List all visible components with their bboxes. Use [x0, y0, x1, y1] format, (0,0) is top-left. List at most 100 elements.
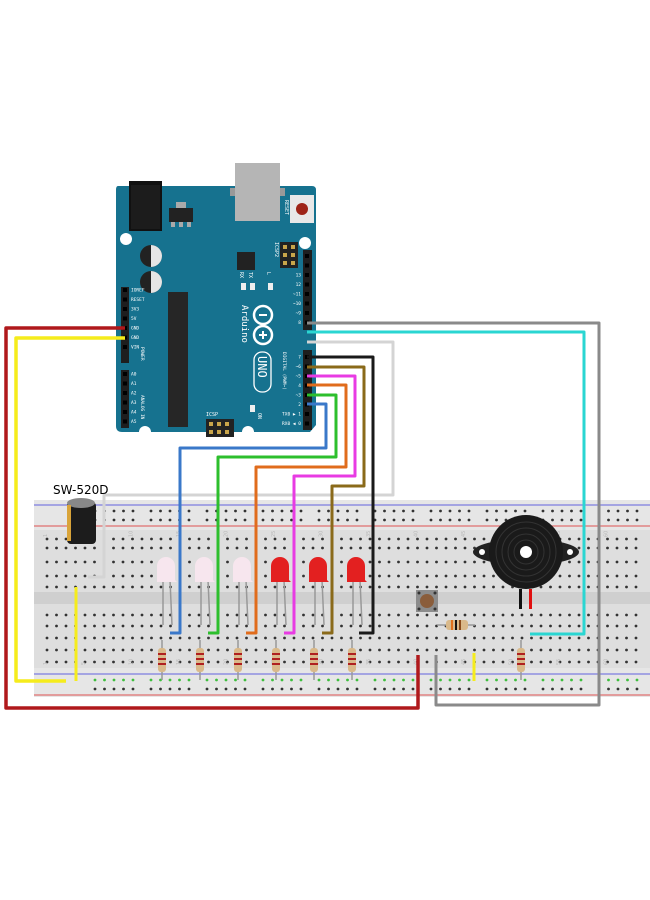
- breadboard-hole: [45, 660, 49, 664]
- rail-hole: [411, 678, 415, 682]
- breadboard-hole: [140, 624, 144, 628]
- pushbutton[interactable]: [416, 590, 438, 612]
- breadboard-hole: [340, 648, 343, 652]
- header-pin[interactable]: [123, 381, 127, 386]
- rail-hole: [485, 687, 489, 691]
- header-pin[interactable]: [123, 316, 127, 321]
- header-pin[interactable]: [305, 263, 309, 268]
- header-pin[interactable]: [305, 273, 309, 277]
- breadboard-hole: [102, 613, 106, 617]
- header-pin[interactable]: [123, 391, 127, 395]
- breadboard-hole: [45, 636, 49, 640]
- rail-hole: [149, 678, 153, 682]
- breadboard-hole: [45, 574, 49, 578]
- wire-gnd-yellow[interactable]: [14, 336, 125, 683]
- resistor: [517, 640, 525, 680]
- breadboard-hole: [397, 648, 400, 652]
- breadboard-hole: [159, 624, 163, 628]
- tilt-switch-sw520d[interactable]: SW-520D: [53, 483, 108, 544]
- header-pin[interactable]: [123, 372, 127, 376]
- wire-pin7-black[interactable]: [307, 355, 375, 635]
- header-pin[interactable]: [123, 419, 127, 424]
- led-white[interactable]: [233, 557, 253, 626]
- breadboard-hole: [169, 624, 172, 628]
- column-number: 1: [43, 662, 49, 665]
- breadboard-hole: [169, 537, 172, 541]
- wire-pin3-green[interactable]: [208, 393, 338, 635]
- breadboard-hole: [587, 574, 590, 578]
- breadboard-hole: [454, 585, 457, 589]
- rail-hole: [429, 678, 433, 682]
- breadboard-hole: [226, 613, 229, 617]
- rail-hole: [467, 678, 471, 682]
- breadboard-hole: [587, 546, 590, 550]
- header-pin[interactable]: [305, 421, 309, 426]
- header-pins: IOREFRESET3V35VGNDGNDVINA0A1A2A3A4A51312…: [123, 254, 309, 427]
- resistor: [310, 640, 318, 680]
- wire-5v-red[interactable]: [4, 326, 420, 710]
- breadboard-hole: [226, 537, 229, 541]
- header-pin[interactable]: [123, 410, 127, 414]
- column-number: 60: [604, 659, 610, 665]
- breadboard-hole: [549, 660, 552, 664]
- header-pin[interactable]: [123, 297, 127, 302]
- breadboard-hole: [121, 574, 125, 578]
- breadboard-hole: [140, 660, 144, 664]
- breadboard-hole: [93, 636, 96, 640]
- header-pin[interactable]: [123, 400, 127, 405]
- column-number: 50: [509, 659, 515, 665]
- header-pin[interactable]: [305, 282, 309, 287]
- wire-pin4-orange[interactable]: [246, 383, 348, 635]
- piezo-buzzer[interactable]: [473, 515, 579, 609]
- breadboard-hole: [159, 613, 163, 617]
- rail-hole: [131, 678, 135, 682]
- wire-pin5-magenta[interactable]: [284, 374, 357, 635]
- rail-hole: [271, 678, 274, 682]
- breadboard-hole: [378, 585, 381, 589]
- led-white[interactable]: [157, 557, 177, 626]
- header-pin[interactable]: [305, 311, 309, 315]
- rail-hole: [261, 509, 265, 513]
- rail-hole: [327, 678, 330, 682]
- breadboard-hole: [349, 546, 353, 550]
- wire-pin8-white[interactable]: [88, 340, 395, 579]
- breadboard-hole: [45, 648, 49, 652]
- header-pin[interactable]: [123, 288, 127, 292]
- breadboard-hole: [188, 660, 191, 664]
- breadboard-hole: [207, 624, 210, 628]
- breadboard-hole: [150, 537, 153, 541]
- wire-pin9-cyan[interactable]: [307, 330, 586, 636]
- led-red[interactable]: [271, 557, 291, 626]
- breadboard-hole: [311, 537, 315, 541]
- wire-pin10-gray[interactable]: [307, 321, 601, 707]
- breadboard-hole: [140, 537, 144, 541]
- breadboard-hole: [292, 660, 296, 664]
- wire-pin6-brown[interactable]: [307, 365, 366, 635]
- breadboard-hole: [558, 636, 562, 640]
- breadboard-hole: [558, 613, 562, 617]
- led-white[interactable]: [195, 557, 215, 626]
- header-pin[interactable]: [305, 292, 309, 296]
- breadboard-hole: [558, 574, 562, 578]
- breadboard-hole: [625, 537, 628, 541]
- wire-pin2-blue[interactable]: [170, 402, 328, 635]
- breadboard-hole: [226, 624, 229, 628]
- rail-hole: [93, 678, 97, 682]
- rail-hole: [541, 678, 545, 682]
- column-number: 35: [366, 659, 372, 665]
- breadboard-hole: [539, 636, 543, 640]
- breadboard-hole: [625, 613, 628, 617]
- rail-hole: [355, 518, 359, 522]
- breadboard-hole: [140, 648, 144, 652]
- header-pin[interactable]: [305, 301, 309, 306]
- breadboard-hole: [169, 648, 172, 652]
- led-red[interactable]: [309, 557, 329, 626]
- breadboard-hole: [64, 624, 68, 628]
- breadboard-hole: [416, 560, 419, 564]
- header-pin[interactable]: [305, 412, 309, 416]
- header-pin[interactable]: [123, 307, 127, 311]
- led-red[interactable]: [347, 557, 367, 626]
- breadboard-hole: [45, 537, 49, 541]
- header-pin[interactable]: [305, 254, 309, 258]
- header-pin[interactable]: [123, 345, 127, 349]
